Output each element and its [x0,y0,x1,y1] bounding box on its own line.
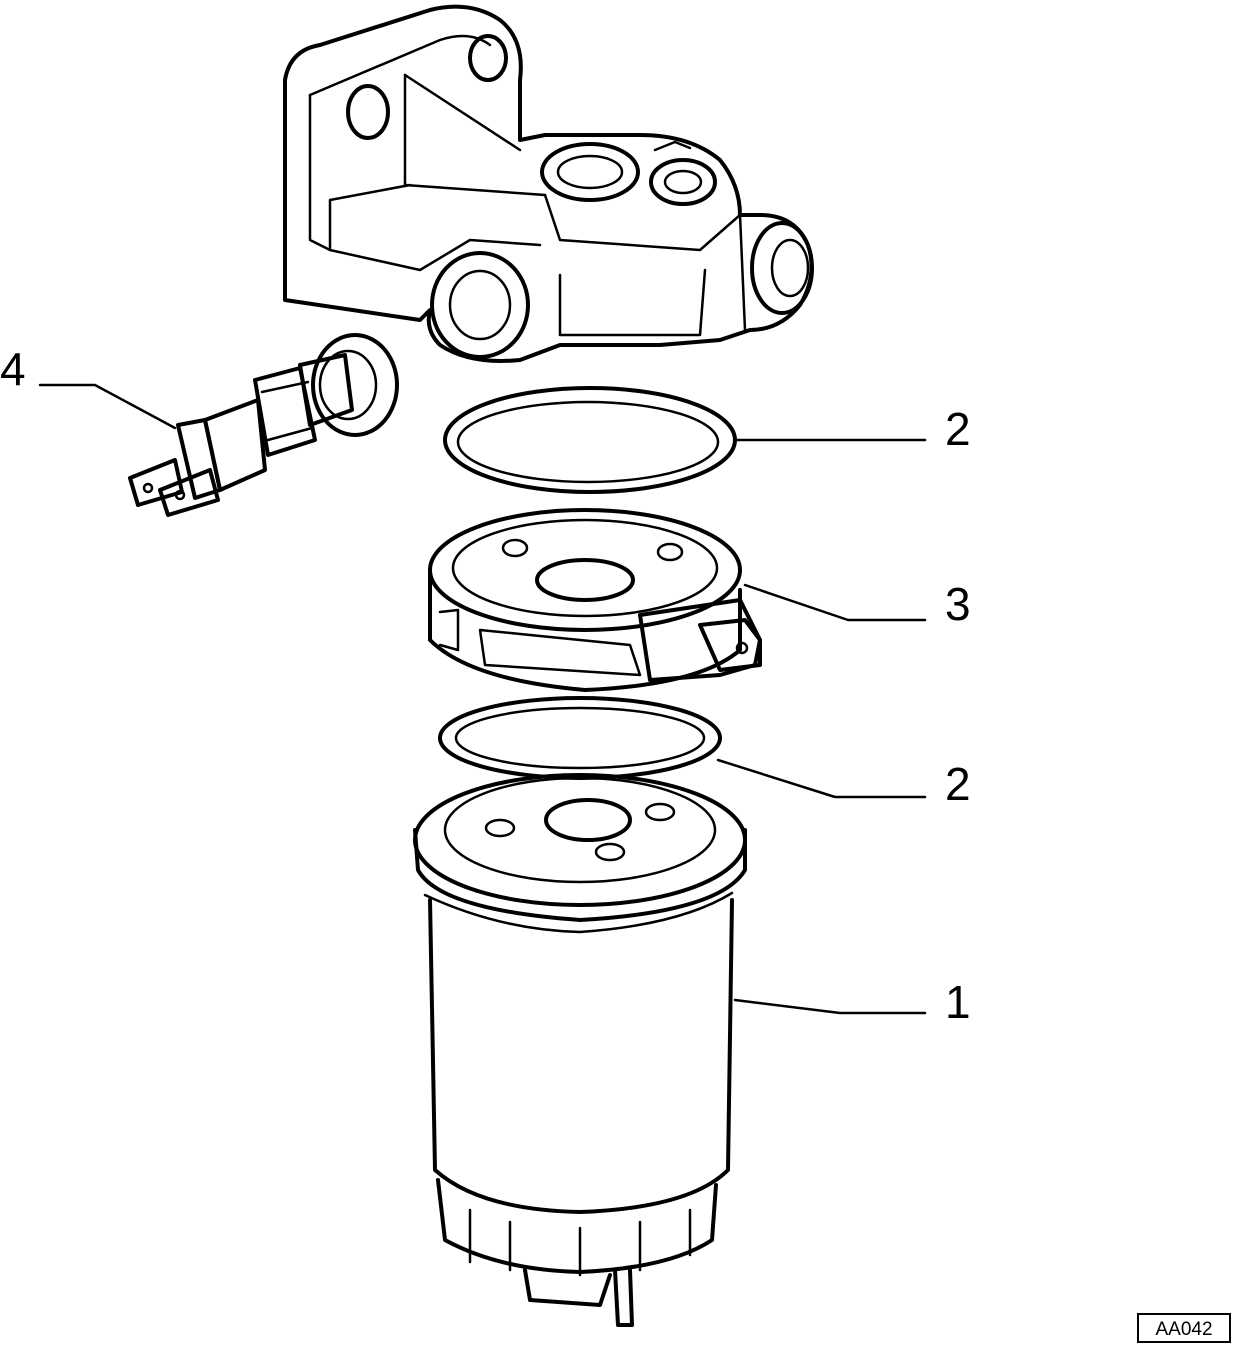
leader-lines [38,383,927,1015]
leader-4 [38,383,177,430]
reference-code-box: AA042 [1137,1313,1231,1343]
lower-seal-ring [438,696,722,780]
leader-1 [733,998,927,1015]
callout-1: 1 [945,976,971,1028]
callout-2-lower: 2 [945,758,971,810]
upper-seal-ring [443,386,737,494]
temperature-sensor [128,333,399,517]
leader-3 [743,583,927,622]
reference-code: AA042 [1155,1319,1212,1340]
callout-4: 4 [0,343,26,395]
filter-head [283,4,814,363]
callout-3: 3 [945,578,971,630]
callout-2-upper: 2 [945,403,971,455]
heater-adapter [428,508,762,692]
leader-2-lower [716,758,927,799]
filter-cartridge [413,773,747,1327]
